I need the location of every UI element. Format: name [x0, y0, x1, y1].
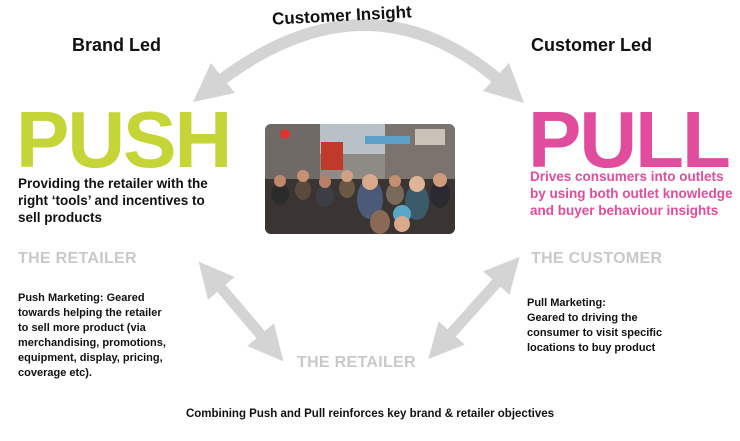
push-title: PUSH — [16, 95, 232, 184]
push-line: equipment, display, pricing, — [18, 352, 163, 364]
pull-line: Geared to driving the — [527, 312, 638, 324]
lower-right-arrow — [428, 256, 520, 360]
push-line: coverage etc). — [18, 367, 92, 379]
push-description: Providing the retailer with the right ‘t… — [18, 176, 208, 225]
pull-line: consumer to visit specific — [527, 327, 663, 339]
pull-marketing-text: Pull Marketing: Geared to driving the co… — [527, 296, 662, 356]
brand-led-heading: Brand Led — [72, 35, 162, 55]
push-line: Push Marketing: Geared — [18, 292, 145, 304]
pull-line: Pull Marketing: — [527, 297, 606, 309]
lower-left-arrow — [198, 261, 284, 362]
customer-led-heading: Customer Led — [531, 35, 653, 55]
pull-title: PULL — [528, 95, 731, 184]
push-line: to sell more product (via — [18, 322, 146, 334]
pull-line: locations to buy product — [527, 342, 656, 354]
footer-summary: Combining Push and Pull reinforces key b… — [185, 408, 555, 420]
customer-label: THE CUSTOMER — [531, 250, 663, 267]
crowd-street-photo — [265, 124, 455, 234]
top-arc-arrow — [193, 19, 525, 104]
push-line: towards helping the retailer — [18, 307, 162, 319]
push-line: merchandising, promotions, — [18, 337, 166, 349]
pull-description: Drives consumers into outlets by using b… — [530, 169, 733, 218]
bottom-retailer-label: THE RETAILER — [297, 354, 416, 371]
left-retailer-label: THE RETAILER — [18, 250, 137, 267]
push-marketing-text: Push Marketing: Geared towards helping t… — [18, 291, 166, 381]
